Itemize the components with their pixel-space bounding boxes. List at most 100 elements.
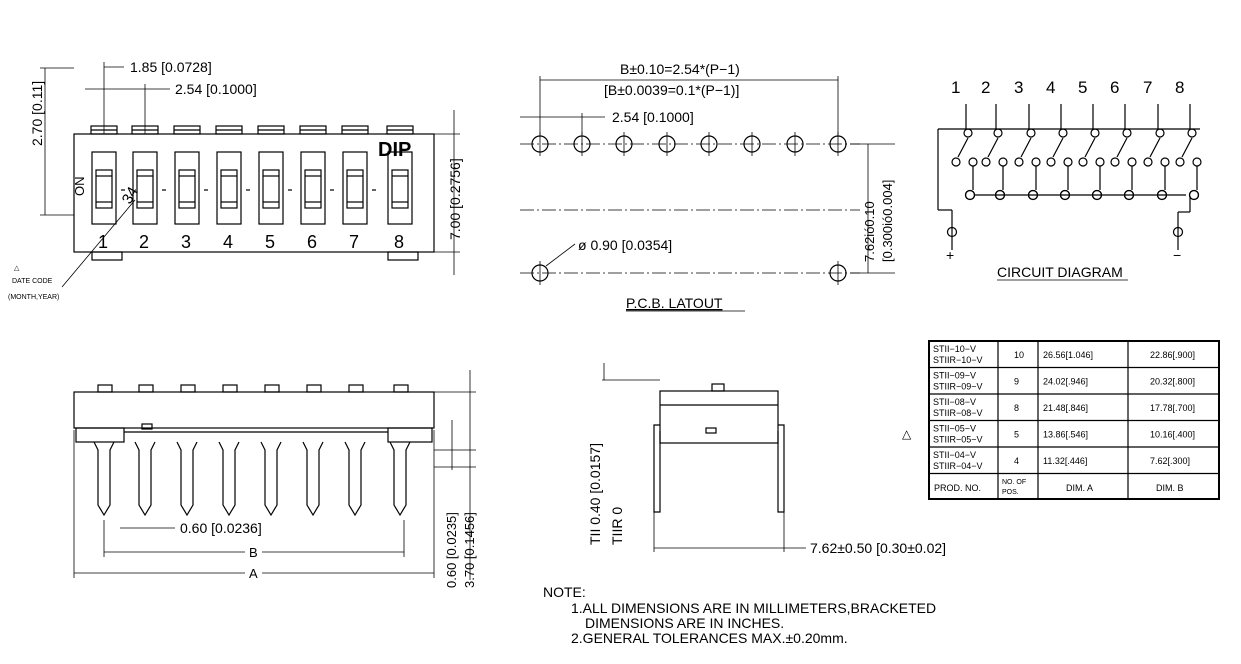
dim-side-row: 7.62±0.50 [0.30±0.02] bbox=[810, 540, 946, 556]
lead bbox=[389, 441, 411, 517]
circuit-contact bbox=[951, 157, 961, 167]
date-code-format: (MONTH,YEAR) bbox=[8, 294, 59, 301]
dim-width: 7.00 [0.2756] bbox=[447, 158, 463, 240]
dip-switch-5 bbox=[258, 151, 284, 225]
table-cell: STIIR−05−V bbox=[933, 435, 983, 445]
table-cell: 26.56[1.046] bbox=[1043, 350, 1093, 360]
front-view: 0.60 [0.0236] B A 0.60 [0.0235] 3.70 [0.… bbox=[73, 370, 477, 588]
table-header-prod: PROD. NO. bbox=[934, 483, 981, 493]
dim-lead: 0.60 [0.0236] bbox=[180, 520, 262, 536]
table-cell: STII−05−V bbox=[933, 424, 976, 434]
lead bbox=[134, 441, 156, 517]
table-header-pos2: POS. bbox=[1002, 489, 1019, 496]
circuit-number: 6 bbox=[1110, 78, 1119, 97]
table-cell: 24.02[.946] bbox=[1043, 377, 1088, 387]
dip-switch-7 bbox=[342, 151, 368, 225]
table-cell: STIIR−08−V bbox=[933, 408, 983, 418]
dip-brand-label: DIP bbox=[378, 139, 411, 161]
side-view: 7.62±0.50 [0.30±0.02] TII 0.40 [0.0157] … bbox=[587, 363, 946, 556]
table-cell: STIIR−10−V bbox=[933, 355, 983, 365]
circuit-number: 3 bbox=[1014, 78, 1023, 97]
dim-b-in: [B±0.0039=0.1*(P−1)] bbox=[604, 82, 739, 98]
circuit-number: 8 bbox=[1175, 78, 1184, 97]
dim-hole: ø 0.90 [0.0354] bbox=[578, 237, 672, 253]
dim-pitch-top: 2.54 [0.1000] bbox=[175, 81, 257, 97]
revision-warning-icon: △ bbox=[902, 427, 912, 441]
table-cell: 7.62[.300] bbox=[1150, 456, 1190, 466]
table-cell: STII−09−V bbox=[933, 371, 976, 381]
dim-height: 2.70 [0.11] bbox=[29, 81, 45, 146]
table-cell: 8 bbox=[1014, 403, 1019, 413]
note-line-1: 1.ALL DIMENSIONS ARE IN MILLIMETERS,BRAC… bbox=[571, 600, 936, 616]
circuit-contact bbox=[1046, 157, 1056, 167]
top-view-body bbox=[73, 133, 435, 253]
lead bbox=[218, 441, 240, 517]
dim-row-in: [0.300ió0.004] bbox=[880, 180, 895, 262]
dim-side-v2: TIIR 0 bbox=[609, 507, 625, 545]
position-number: 5 bbox=[265, 232, 275, 252]
position-number: 4 bbox=[223, 232, 233, 252]
position-number: 1 bbox=[98, 232, 108, 252]
lead bbox=[344, 441, 366, 517]
note-line-2: DIMENSIONS ARE IN INCHES. bbox=[585, 615, 784, 631]
circuit-contact bbox=[1014, 157, 1024, 167]
position-number: 7 bbox=[349, 232, 359, 252]
note-line-3: 2.GENERAL TOLERANCES MAX.±0.20mm. bbox=[571, 630, 848, 646]
circuit-number: 7 bbox=[1143, 78, 1152, 97]
table-cell: 11.32[.446] bbox=[1043, 456, 1087, 466]
table-header-dimb: DIM. B bbox=[1156, 483, 1184, 493]
top-view-switches bbox=[91, 151, 413, 225]
table-cell: 10.16[.400] bbox=[1150, 430, 1195, 440]
table-cell: 21.48[.846] bbox=[1043, 403, 1088, 413]
table-cell: 9 bbox=[1014, 377, 1019, 387]
table-cell: STII−04−V bbox=[933, 450, 976, 460]
position-number: 3 bbox=[181, 232, 191, 252]
front-view-body bbox=[73, 391, 435, 429]
circuit-number: 4 bbox=[1046, 78, 1055, 97]
notes: NOTE: 1.ALL DIMENSIONS ARE IN MILLIMETER… bbox=[543, 584, 936, 646]
circuit-contact bbox=[1078, 157, 1088, 167]
top-view-pin-stubs bbox=[90, 125, 414, 135]
table-cell: 5 bbox=[1014, 430, 1019, 440]
table-cell: 4 bbox=[1014, 456, 1019, 466]
side-view-body bbox=[659, 390, 779, 444]
table-cell: STIIR−04−V bbox=[933, 461, 983, 471]
pin-pad-right bbox=[387, 251, 419, 261]
dip-switch-6 bbox=[300, 151, 326, 225]
front-view-top-stubs bbox=[97, 384, 409, 393]
date-code-warning-icon: △ bbox=[14, 265, 20, 272]
dip-switch-3 bbox=[174, 151, 200, 225]
dim-b-mm: B±0.10=2.54*(P−1) bbox=[620, 61, 740, 77]
dim-side-2: 3.70 [0.1456] bbox=[462, 512, 477, 588]
table-header-pos1: NO. OF bbox=[1002, 479, 1026, 486]
dim-row-mm: 7.62ió0.10 bbox=[862, 201, 877, 262]
circuit-minus: − bbox=[1173, 247, 1181, 263]
table-cell: 17.78[.700] bbox=[1150, 403, 1195, 413]
lead bbox=[93, 441, 115, 517]
front-view-leads bbox=[75, 423, 433, 517]
label-b: B bbox=[249, 545, 258, 560]
pcb-holes bbox=[531, 132, 847, 285]
position-number: 8 bbox=[394, 232, 404, 252]
circuit-number: 2 bbox=[981, 78, 990, 97]
circuit-number: 1 bbox=[951, 78, 960, 97]
circuit-contact bbox=[1175, 157, 1185, 167]
table-header-dima: DIM. A bbox=[1066, 483, 1093, 493]
lead bbox=[302, 441, 324, 517]
on-label: ON bbox=[72, 177, 87, 197]
dip-switch-8 bbox=[387, 151, 413, 225]
table-cell: STIIR−09−V bbox=[933, 382, 983, 392]
circuit-title: CIRCUIT DIAGRAM bbox=[997, 264, 1123, 280]
dip-switch-4 bbox=[216, 151, 242, 225]
position-number: 2 bbox=[139, 232, 149, 252]
